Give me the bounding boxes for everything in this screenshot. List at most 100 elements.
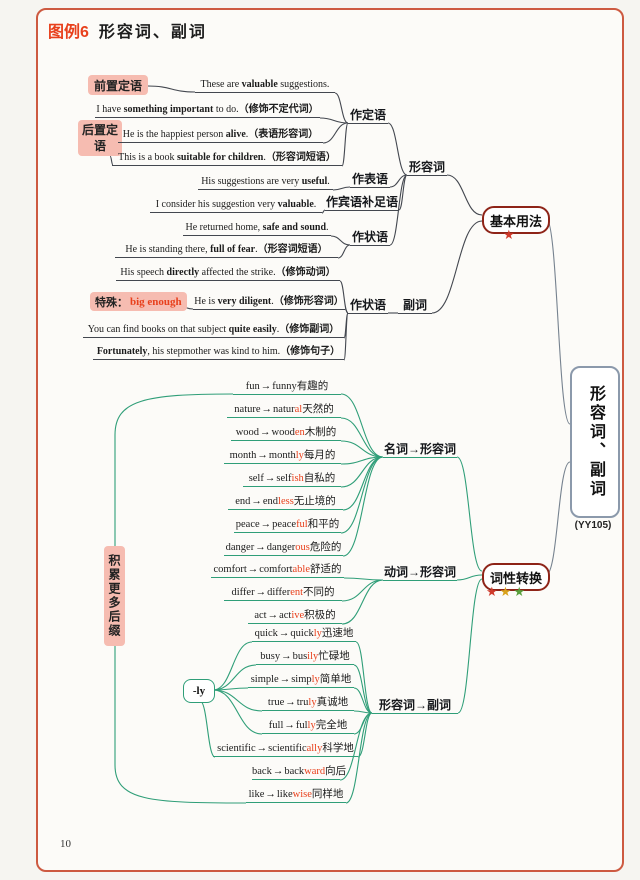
suffix-text: ent [290,587,304,598]
connector-line [212,664,257,691]
connector-line [340,456,384,534]
chinese-gloss: 真诚地 [316,697,349,708]
chinese-gloss: 向后 [325,766,347,777]
conversion-leaf: simple→simply简单地 [248,673,354,688]
conversion-leaf: peace→peaceful和平的 [234,518,341,533]
arrow-icon: → [256,743,268,754]
connector-line [446,174,483,216]
conversion-leaf: busy→busily忙碌地 [256,650,354,665]
arrow-icon: → [247,564,259,575]
suffix-text: wise [292,789,312,800]
node-adverbial-adj: 作状语 [350,230,390,246]
conversion-leaf: danger→dangerous危险的 [224,541,343,556]
conversion-leaf: fun→funny有趣的 [233,380,341,395]
connector-line [212,641,253,691]
arrow-icon: → [257,450,268,461]
connector-line [109,155,114,166]
chinese-gloss: 科学地 [322,743,354,754]
basic-usage-stars: ★ [503,228,517,242]
arrow-icon: → [260,427,271,438]
chinese-gloss: 自私的 [303,473,336,484]
chinese-gloss: 积极的 [304,610,336,621]
basic-usage-node: 基本用法 [482,206,550,234]
sentence-leaf: You can find books on that subject quite… [83,323,344,338]
connector-line [353,687,373,714]
suffix-text: ily [307,651,319,662]
star-icon: ★ [513,584,527,599]
suffix-text: ally [306,743,323,754]
connector-line [457,578,483,714]
connector-line [345,712,373,804]
connector-line [341,579,384,602]
connector-line [212,689,263,712]
root-node: 形容词、副词 [570,366,620,518]
node-adverb: 副词 [398,298,432,314]
star-icon: ★ [486,584,500,599]
node-predicative: 作表语 [350,172,390,188]
special-red-text: big enough [130,295,182,308]
suffix-text: able [292,564,311,575]
conversion-leaf: back→backward向后 [252,765,346,780]
arrow-icon: → [255,542,266,553]
conversion-leaf: wood→wooden木制的 [231,426,341,441]
connector-line [342,456,384,557]
connector-line [355,641,373,714]
node-noun-to-adjective: 名词→形容词 [383,442,457,458]
conversion-leaf: self→selfish自私的 [243,472,341,487]
arrow-icon: → [261,404,273,415]
suffix-text: ous [295,542,310,553]
conversion-leaf: end→endless无止境的 [228,495,343,510]
arrow-icon: → [265,789,276,800]
arrow-icon: → [260,519,272,530]
chinese-gloss: 忙碌地 [318,651,350,662]
chinese-gloss: 舒适的 [310,564,342,575]
connector-line [387,122,408,176]
connector-line [319,117,349,124]
title-tag: 图例6 [48,24,89,41]
sentence-leaf: He is the happiest person alive.（表语形容词） [118,128,323,143]
chinese-gloss: 有趣的 [296,381,329,392]
conversion-leaf: comfort→comfortable舒适的 [211,563,344,578]
conversion-leaf: quick→quickly迅速地 [252,627,356,642]
sentence-leaf: He is very diligent.（修饰形容词） [193,295,345,310]
connector-line [456,456,483,572]
suffix-text: ful [296,519,308,530]
suffix-text: ly [295,450,304,461]
chinese-gloss: 每月的 [303,450,336,461]
title-text: 形容词、副词 [98,24,207,41]
connector-line [322,122,349,144]
connector-line [337,244,351,259]
special-big-enough-label: 特殊：big enough [90,292,187,311]
sentence-leaf: This is a book suitable for children.（形容… [112,151,342,166]
arrow-icon: → [285,697,296,708]
arrow-icon: → [279,674,291,685]
arrow-icon: → [284,720,295,731]
conversion-node: 词性转换 [482,563,550,591]
sentence-leaf: I consider his suggestion very valuable. [150,198,322,213]
suffix-text: en [294,427,305,438]
sentence-leaf: Fortunately, his stepmother was kind to … [93,345,344,360]
arrow-icon: → [255,587,267,598]
pre-attributive-label: 前置定语 [88,75,148,95]
conversion-leaf: scientific→scientifically科学地 [213,742,358,757]
connector-line [321,209,326,214]
connector-line [340,393,384,458]
special-prefix: 特殊： [95,296,128,309]
star-icon: ★ [503,227,517,242]
connector-line [340,417,384,458]
connector-line [343,577,384,581]
conversion-leaf: true→truly真诚地 [262,696,354,711]
sentence-leaf: His speech directly affected the strike.… [116,266,340,281]
chinese-gloss: 同样地 [311,789,344,800]
sentence-leaf: These are valuable suggestions. [195,78,335,93]
sentence-leaf: He is standing there, full of fear.（形容词短… [115,243,338,258]
arrow-icon: → [260,381,272,392]
ly-suffix-node: -ly [183,679,215,703]
suffix-text: ive [291,610,305,621]
chinese-gloss: 危险的 [309,542,342,553]
node-object-complement: 作宾语补足语 [325,195,399,211]
conversion-leaf: nature→natural天然的 [227,403,341,418]
sentence-leaf: He returned home, safe and sound. [183,221,331,236]
root-code: (YY105) [574,520,612,531]
